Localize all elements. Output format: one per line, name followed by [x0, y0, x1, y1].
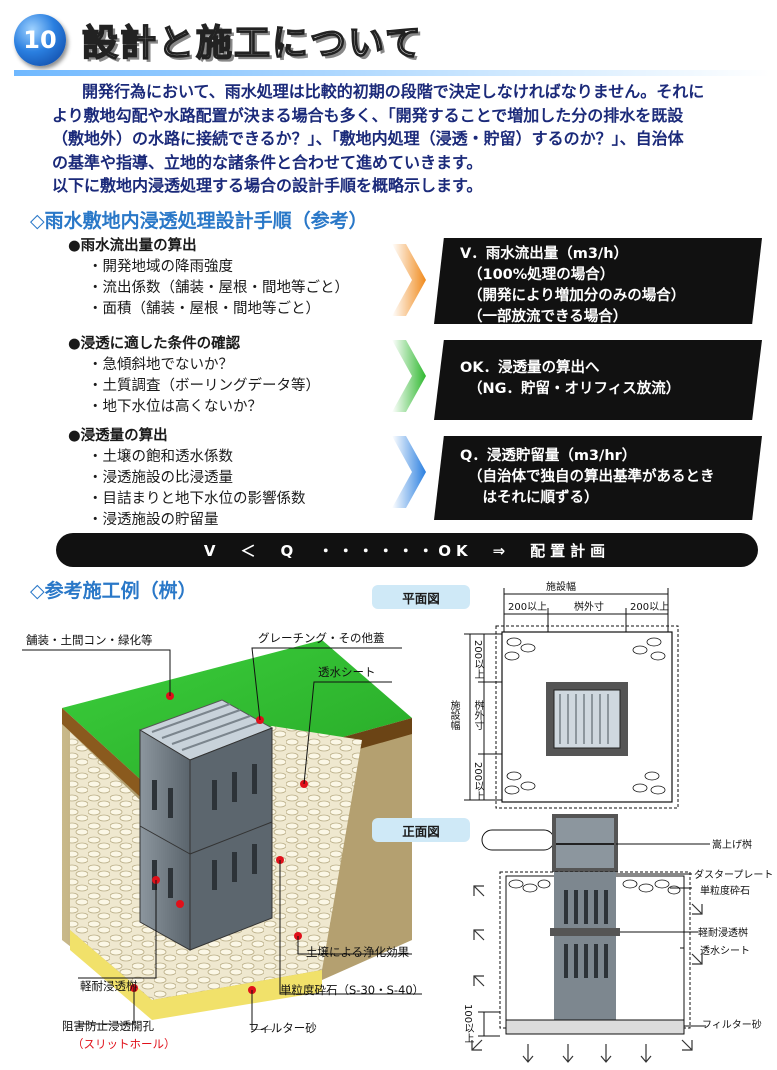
dim-side-bottom: 200以上 [472, 762, 483, 802]
section-heading-example: ◇参考施工例（桝） [30, 580, 197, 602]
step-item: ・土壌の飽和透水係数 [88, 449, 233, 465]
label-paving: 舗装・土間コン・緑化等 [26, 633, 153, 647]
step-item: ・目詰まりと地下水位の影響係数 [88, 491, 306, 507]
result-line: V．雨水流出量（m3/h） [460, 246, 629, 262]
dim-basin-outer: 桝外寸 [574, 602, 604, 613]
intro-line: の基準や指導、立地的な諸条件と合わせて進めていきます。 [52, 152, 483, 172]
step-item: ・浸透施設の比浸透量 [88, 470, 233, 486]
label-basin: 軽耐浸透桝 [80, 979, 138, 993]
step-heading: ●浸透量の算出 [68, 428, 168, 444]
label-single-grain-gravel: 単粒度砕石（S-30・S-40） [280, 983, 425, 997]
step-heading: ●雨水流出量の算出 [68, 238, 197, 254]
step-item: ・流出係数（舗装・屋根・間地等ごと） [88, 280, 349, 296]
result-line: （開発により増加分のみの場合） [468, 288, 686, 304]
result-box-1: V．雨水流出量（m3/h） （100%処理の場合） （開発により増加分のみの場合… [434, 238, 762, 324]
front-label-sheet: 透水シート [700, 946, 750, 957]
plan-view-title: 平面図 [372, 585, 470, 609]
result-line: （NG．貯留・オリフィス放流） [468, 381, 681, 397]
step-1-conditions: ●雨水流出量の算出 ・開発地域の降雨強度 ・流出係数（舗装・屋根・間地等ごと） … [68, 236, 349, 320]
dim-facility-width: 施設幅 [546, 582, 576, 593]
label-filter-sand: フィルター砂 [248, 1021, 317, 1035]
step-item: ・開発地域の降雨強度 [88, 259, 233, 275]
label-permeable-sheet: 透水シート [318, 665, 376, 679]
step-3-conditions: ●浸透量の算出 ・土壌の飽和透水係数 ・浸透施設の比浸透量 ・目詰まりと地下水位… [68, 426, 306, 531]
infiltration-basin-illustration [22, 640, 422, 1030]
result-line: （一部放流できる場合） [468, 309, 628, 325]
result-line: （100%処理の場合） [468, 267, 615, 283]
front-label-sand: フィルター砂 [702, 1020, 762, 1031]
label-soil-purification: 土壌による浄化効果 [306, 945, 410, 959]
result-box-3: Q．浸透貯留量（m3/hr） （自治体で独自の算出基準があるとき はそれに順ずる… [434, 436, 762, 520]
front-label-basin: 軽耐浸透桝 [698, 928, 748, 939]
dim-side-width: 施設幅 [448, 700, 459, 730]
step-heading: ●浸透に適した条件の確認 [68, 336, 241, 352]
front-view-title: 正面図 [372, 818, 470, 842]
dim-side-top: 200以上 [472, 640, 483, 680]
orange-arrow-icon [392, 244, 426, 316]
step-item: ・地下水位は高くないか？ [88, 399, 262, 415]
dim-side-mid: 桝外寸 [472, 700, 483, 730]
dim-left-200: 200以上 [508, 602, 548, 613]
plan-view-drawing [464, 588, 679, 809]
result-line: Q．浸透貯留量（m3/hr） [460, 448, 637, 464]
green-arrow-icon [392, 340, 426, 412]
label-slit-hole: （スリットホール） [72, 1037, 176, 1051]
intro-line: より敷地勾配や水路配置が決まる場合も多く、「開発することで増加した分の排水を既設 [52, 105, 684, 125]
section-heading-procedure: ◇雨水敷地内浸透処理設計手順（参考） [30, 210, 368, 232]
step-item: ・面積（舗装・屋根・間地等ごと） [88, 301, 320, 317]
filter-sand-layer [70, 930, 322, 1020]
formula-bar: V ＜ Q ・・・・・・OK ⇒ 配置計画 [56, 533, 758, 567]
step-item: ・急傾斜地でないか？ [88, 357, 233, 373]
blue-arrow-icon [392, 436, 426, 508]
intro-line: （敷地外）の水路に接続できるか？」、「敷地内処理（浸透・貯留）するのか？」、自治… [52, 129, 684, 148]
result-line: OK．浸透量の算出へ [460, 360, 600, 376]
step-item: ・土質調査（ボーリングデータ等） [88, 378, 320, 394]
header-rule [14, 70, 770, 76]
intro-line: 開発行為において、雨水処理は比較的初期の段階で決定しなければなりません。それに [82, 82, 705, 101]
front-label-riser: 嵩上げ桝 [712, 840, 752, 851]
intro-line: 以下に敷地内浸透処理する場合の設計手順を概略示します。 [52, 176, 483, 195]
dim-right-200: 200以上 [630, 602, 670, 613]
basin-front-wall [189, 727, 273, 951]
label-grating: グレーチング・その他蓋 [258, 631, 385, 645]
front-label-gravel: 単粒度砕石 [700, 886, 750, 897]
front-label-duster-plate: ダスタープレート [694, 870, 774, 881]
section-number-badge: 10 [14, 14, 66, 66]
step-2-conditions: ●浸透に適した条件の確認 ・急傾斜地でないか？ ・土質調査（ボーリングデータ等）… [68, 334, 320, 418]
result-box-2: OK．浸透量の算出へ （NG．貯留・オリフィス放流） [434, 340, 762, 420]
front-view-drawing [471, 814, 710, 1063]
label-slit: 阻害防止浸透開孔 [62, 1019, 154, 1033]
step-item: ・浸透施設の貯留量 [88, 512, 219, 528]
front-dim-bottom: 100以上 [462, 1004, 473, 1044]
result-line: はそれに順ずる） [468, 490, 599, 506]
result-line: （自治体で独自の算出基準があるとき [468, 469, 715, 485]
page-title: 設計と施工について [81, 22, 423, 65]
intro-paragraph: 開発行為において、雨水処理は比較的初期の段階で決定しなければなりません。それに … [52, 80, 764, 198]
